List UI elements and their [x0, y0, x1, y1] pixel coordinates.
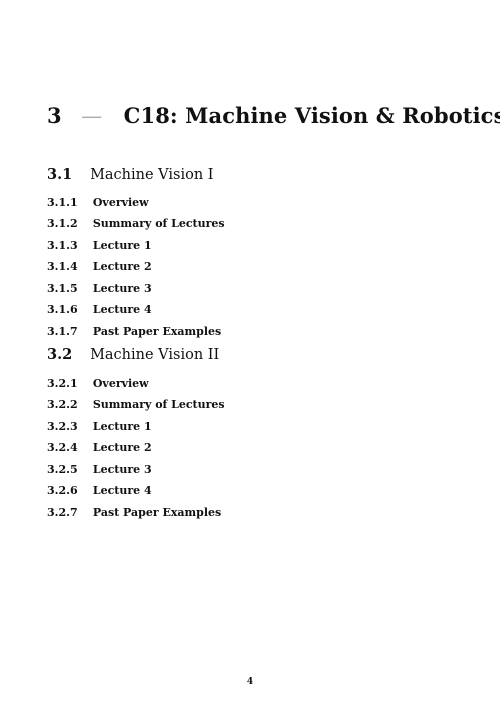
- subsection-number: 3.1.1: [47, 196, 78, 209]
- section-title: Machine Vision II: [90, 347, 220, 363]
- subsection-heading: 3.2.3 Lecture 1: [47, 420, 152, 433]
- subsection-heading: 3.1.6 Lecture 4: [47, 303, 152, 316]
- subsection-heading: 3.2.2 Summary of Lectures: [47, 398, 225, 411]
- subsection-number: 3.2.2: [47, 398, 78, 411]
- subsection-heading: 3.1.4 Lecture 2: [47, 260, 152, 273]
- subsection-number: 3.2.4: [47, 441, 78, 454]
- chapter-heading: 3 — C18: Machine Vision & Robotics: [47, 103, 500, 128]
- subsection-title: Lecture 2: [92, 441, 152, 454]
- subsection-title: Lecture 4: [92, 484, 152, 497]
- subsection-title: Lecture 4: [92, 303, 152, 316]
- subsection-number: 3.2.6: [47, 484, 78, 497]
- subsection-number: 3.1.4: [47, 260, 78, 273]
- subsection-heading: 3.1.5 Lecture 3: [47, 282, 152, 295]
- section-number: 3.1: [47, 166, 73, 183]
- subsection-title: Past Paper Examples: [92, 325, 222, 338]
- subsection-heading: 3.1.2 Summary of Lectures: [47, 217, 225, 230]
- subsection-heading: 3.2.7 Past Paper Examples: [47, 506, 221, 519]
- subsection-heading: 3.2.6 Lecture 4: [47, 484, 152, 497]
- section-title: Machine Vision I: [90, 167, 214, 183]
- subsection-heading: 3.1.1 Overview: [47, 196, 149, 209]
- subsection-heading: 3.1.3 Lecture 1: [47, 239, 152, 252]
- subsection-heading: 3.1.7 Past Paper Examples: [47, 325, 221, 338]
- subsection-number: 3.2.1: [47, 377, 78, 390]
- page-number: 4: [246, 677, 254, 687]
- subsection-number: 3.1.6: [47, 303, 78, 316]
- subsection-heading: 3.2.4 Lecture 2: [47, 441, 152, 454]
- subsection-number: 3.1.3: [47, 239, 78, 252]
- subsection-title: Overview: [92, 377, 149, 390]
- subsection-title: Lecture 1: [92, 420, 152, 433]
- subsection-title: Lecture 1: [92, 239, 152, 252]
- subsection-title: Lecture 2: [92, 260, 152, 273]
- section-heading: 3.1 Machine Vision I: [47, 166, 214, 183]
- subsection-number: 3.2.7: [47, 506, 78, 519]
- subsection-number: 3.1.5: [47, 282, 78, 295]
- subsection-heading: 3.2.5 Lecture 3: [47, 463, 152, 476]
- subsection-number: 3.2.5: [47, 463, 78, 476]
- section-number: 3.2: [47, 346, 73, 363]
- subsection-heading: 3.2.1 Overview: [47, 377, 149, 390]
- subsection-number: 3.1.2: [47, 217, 78, 230]
- subsection-number: 3.1.7: [47, 325, 78, 338]
- subsection-title: Overview: [92, 196, 149, 209]
- subsection-title: Lecture 3: [92, 463, 152, 476]
- subsection-title: Lecture 3: [92, 282, 152, 295]
- subsection-number: 3.2.3: [47, 420, 78, 433]
- subsection-title: Summary of Lectures: [92, 398, 225, 411]
- subsection-title: Past Paper Examples: [92, 506, 222, 519]
- chapter-separator: —: [81, 104, 103, 128]
- section-heading: 3.2 Machine Vision II: [47, 346, 219, 363]
- chapter-title: C18: Machine Vision & Robotics: [123, 103, 500, 128]
- chapter-number: 3: [47, 103, 62, 128]
- subsection-title: Summary of Lectures: [92, 217, 225, 230]
